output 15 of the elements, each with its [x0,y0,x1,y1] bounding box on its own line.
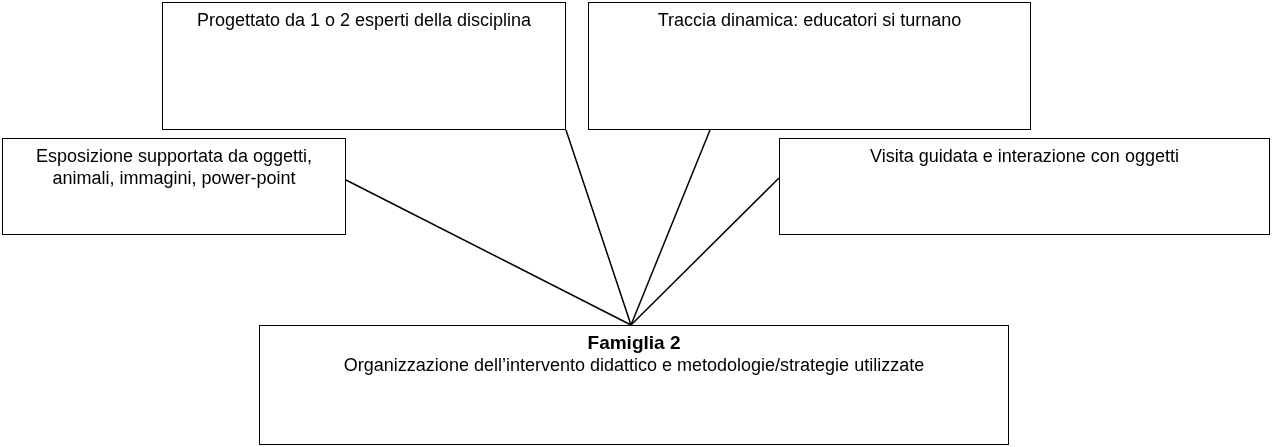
box-text: Esposizione supportata da oggetti, animali, immagini, power-point [34,145,314,189]
text-box [259,325,1009,445]
box-text: Progettato da 1 o 2 esperti della disciplina [195,9,533,31]
box-text: Traccia dinamica: educatori si turnano [656,9,963,31]
connector-line [630,177,780,326]
text-box [2,138,346,235]
box-text: Visita guidata e interazione con oggetti [869,145,1180,167]
connector-line [630,129,711,326]
connector-line [565,129,632,326]
text-box [588,2,1031,130]
text-box [162,2,566,130]
connector-line [345,179,632,326]
box-text: Organizzazione dell’intervento didattico e metodologie/strategie utilizzate [342,354,926,376]
text-box [779,138,1270,235]
box-heading: Famiglia 2 [586,332,682,354]
